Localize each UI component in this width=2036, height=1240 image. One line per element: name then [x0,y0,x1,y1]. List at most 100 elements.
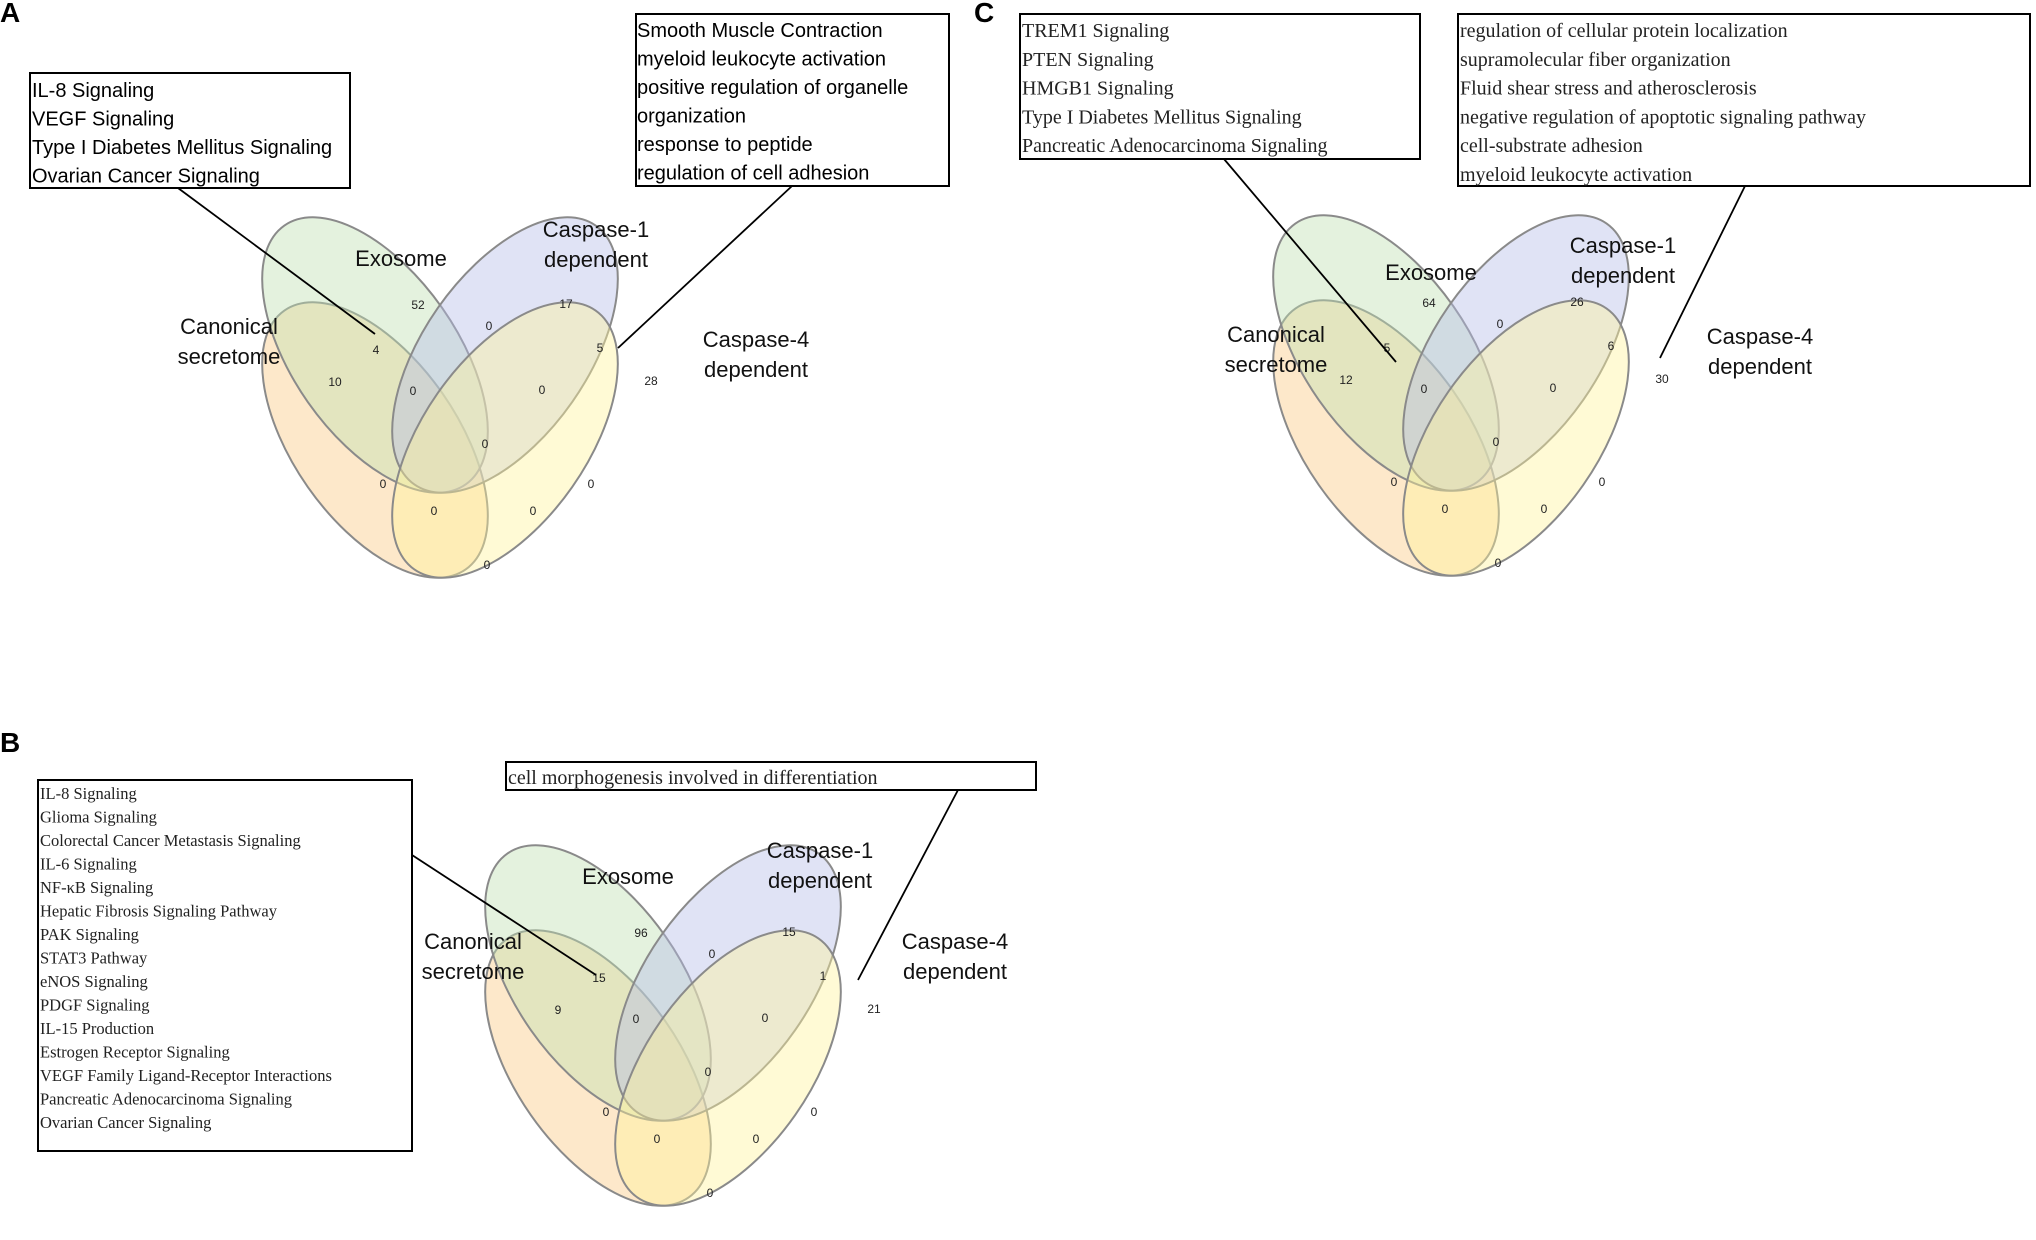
venn-count-exosome-caspase1-caspase4: 0 [1550,381,1557,395]
venn-count-canonical-caspase4: 0 [707,1186,714,1200]
annotation-line: PDGF Signaling [40,996,150,1015]
annotation-line: positive regulation of organelle [637,77,908,99]
venn-count-caspase4-only: 28 [644,374,658,388]
set-label-caspase1: Caspase-1 [767,838,873,863]
venn-count-all-four: 0 [482,437,489,451]
venn-count-canonical-only: 9 [555,1003,562,1017]
venn-count-exosome-caspase4: 0 [1599,475,1606,489]
venn-set-exosome [261,216,489,494]
venn-count-canonical-exosome-caspase1: 0 [410,384,417,398]
venn-count-caspase4-only: 30 [1655,372,1669,386]
venn-count-canonical-exosome: 4 [373,343,380,357]
venn-set-caspase1-dependent [391,216,619,494]
annotation-line: Smooth Muscle Contraction [637,20,883,42]
venn-count-canonical-caspase1: 0 [603,1105,610,1119]
annotation-line: Colorectal Cancer Metastasis Signaling [40,831,301,850]
venn-count-caspase1-caspase4: 5 [597,341,604,355]
set-label-caspase4: dependent [704,357,808,382]
annotation-line: VEGF Signaling [32,109,174,131]
annotation-line: Pancreatic Adenocarcinoma Signaling [1022,135,1327,157]
annotation-line: PAK Signaling [40,925,139,944]
venn-count-canonical-caspase1-caspase4: 0 [654,1132,661,1146]
venn-count-all-four: 0 [1493,435,1500,449]
annotation-line: IL-8 Signaling [40,784,137,803]
venn-set-canonical-secretome [484,929,712,1207]
annotation-line: Hepatic Fibrosis Signaling Pathway [40,902,278,921]
venn-count-canonical-caspase1-caspase4: 0 [431,504,438,518]
venn-count-canonical-caspase4: 0 [1495,556,1502,570]
venn-count-canonical-exosome: 5 [1384,341,1391,355]
annotation-line: Estrogen Receptor Signaling [40,1043,230,1062]
venn-count-caspase1-caspase4: 1 [820,969,827,983]
venn-set-caspase4-dependent [614,929,842,1207]
annotation-line: IL-6 Signaling [40,855,137,874]
annotation-frame [505,761,1037,791]
leader-line [1659,185,1746,359]
venn-count-exosome-caspase1: 0 [709,947,716,961]
annotation-line: IL-15 Production [40,1019,154,1038]
set-label-caspase4: Caspase-4 [703,327,809,352]
annotation-frame [37,779,413,1152]
set-label-caspase1: Caspase-1 [543,217,649,242]
annotation-line: Glioma Signaling [40,808,157,827]
venn-count-exosome-only: 96 [634,926,648,940]
venn-count-canonical-exosome-caspase4: 0 [753,1132,760,1146]
venn-count-canonical-caspase4: 0 [484,558,491,572]
annotation-box-right: cell morphogenesis involved in different… [505,761,1037,791]
venn-count-caspase1-only: 26 [1570,295,1584,309]
venn-count-all-four: 0 [705,1065,712,1079]
annotation-line: myeloid leukocyte activation [1460,164,1692,186]
venn-set-caspase4-dependent [1402,299,1630,577]
set-label-canonical: secretome [178,344,281,369]
venn-set-caspase1-dependent [614,844,842,1122]
panel-label: C [974,0,994,28]
venn-count-exosome-caspase1-caspase4: 0 [539,383,546,397]
venn-count-canonical-exosome-caspase1: 0 [633,1012,640,1026]
venn-set-exosome [484,844,712,1122]
set-label-canonical: secretome [1225,352,1328,377]
venn-count-caspase4-only: 21 [867,1002,881,1016]
set-label-caspase1: dependent [1571,263,1675,288]
venn-count-caspase1-only: 17 [559,297,573,311]
annotation-line: TREM1 Signaling [1022,20,1169,42]
set-label-canonical: secretome [422,959,525,984]
venn-set-canonical-secretome [1272,299,1500,577]
venn-count-caspase1-caspase4: 6 [1608,339,1615,353]
set-label-exosome: Exosome [582,864,674,889]
set-label-caspase1: dependent [544,247,648,272]
venn-count-caspase1-only: 15 [782,925,796,939]
annotation-line: Type I Diabetes Mellitus Signaling [32,137,332,159]
venn-count-exosome-caspase4: 0 [588,477,595,491]
venn-count-canonical-caspase1-caspase4: 0 [1442,502,1449,516]
annotation-line: cell morphogenesis involved in different… [508,767,878,789]
venn-count-exosome-only: 64 [1422,296,1436,310]
venn-count-canonical-exosome-caspase4: 0 [1541,502,1548,516]
annotation-line: IL-8 Signaling [32,80,154,102]
venn-count-canonical-caspase1: 0 [1391,475,1398,489]
annotation-line: organization [637,106,746,128]
venn-count-exosome-caspase4: 0 [811,1105,818,1119]
annotation-line: HMGB1 Signaling [1022,78,1174,100]
annotation-frame [1457,13,2031,187]
leader-line [411,854,597,976]
set-label-exosome: Exosome [1385,260,1477,285]
annotation-line: Fluid shear stress and atherosclerosis [1460,78,1757,100]
venn-count-exosome-caspase1-caspase4: 0 [762,1011,769,1025]
set-label-caspase4: dependent [1708,354,1812,379]
venn-count-exosome-only: 52 [411,298,425,312]
venn-count-canonical-caspase1: 0 [380,477,387,491]
annotation-box-right: regulation of cellular protein localizat… [1457,13,2031,187]
annotation-line: response to peptide [637,134,813,156]
annotation-frame [635,13,950,187]
panel-label: A [0,0,20,28]
set-label-caspase4: Caspase-4 [1707,324,1813,349]
